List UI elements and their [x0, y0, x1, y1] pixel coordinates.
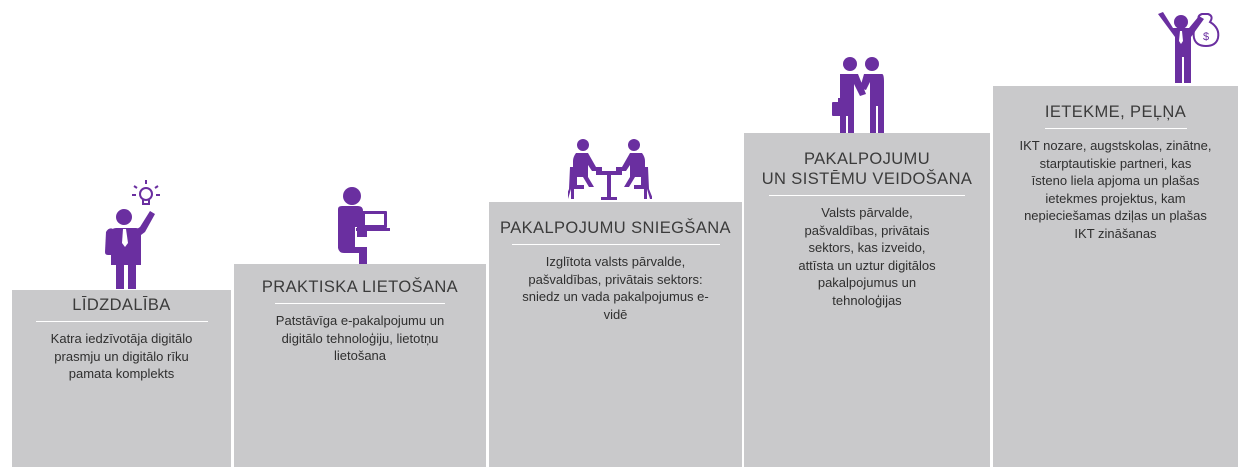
step-2-description: Patstāvīga e-pakalpojumu un digitālo teh…: [275, 313, 445, 363]
step-3-divider: [511, 244, 720, 245]
step-5-divider: [1044, 128, 1187, 129]
person-lightbulb-icon: [100, 176, 164, 290]
step-2-divider: [275, 303, 445, 304]
step-5-impact-profit: IETEKME, PEĻŅA IKT nozare, augstskolas, …: [993, 86, 1238, 467]
step-4-system-building: PAKALPOJUMU UN SISTĒMU VEIDOŠANA Valsts …: [744, 133, 990, 467]
step-3-service-provision: PAKALPOJUMU SNIEGŠANA Izglītota valsts p…: [489, 202, 742, 467]
svg-text:$: $: [1203, 31, 1209, 43]
step-5-title: IETEKME, PEĻŅA: [1044, 103, 1187, 121]
step-1-participation: LĪDZDALĪBA Katra iedzīvotāja digitālo pr…: [12, 290, 231, 467]
step-3-description: Izglītota valsts pārvalde, pašvaldības, …: [522, 254, 709, 322]
step-2-title: PRAKTISKA LIETOŠANA: [261, 278, 459, 296]
step-1-divider: [35, 321, 208, 322]
step-4-description: Valsts pārvalde, pašvaldības, privātais …: [798, 205, 936, 308]
step-4-title: PAKALPOJUMU UN SISTĒMU VEIDOŠANA: [761, 150, 973, 188]
step-4-divider: [769, 195, 965, 196]
step-5-description: IKT nozare, augstskolas, zinātne, starpt…: [1019, 138, 1212, 241]
step-2-practical-use: PRAKTISKA LIETOŠANA Patstāvīga e-pakalpo…: [234, 264, 486, 467]
step-1-title: LĪDZDALĪBA: [72, 296, 171, 314]
step-3-title: PAKALPOJUMU SNIEGŠANA: [500, 219, 731, 237]
step-1-description: Katra iedzīvotāja digitālo prasmju un di…: [50, 331, 193, 381]
person-laptop-icon: [332, 185, 392, 265]
handshake-icon: [830, 56, 892, 134]
person-money-bag-icon: $: [1154, 10, 1222, 88]
meeting-at-table-icon: [568, 137, 652, 201]
